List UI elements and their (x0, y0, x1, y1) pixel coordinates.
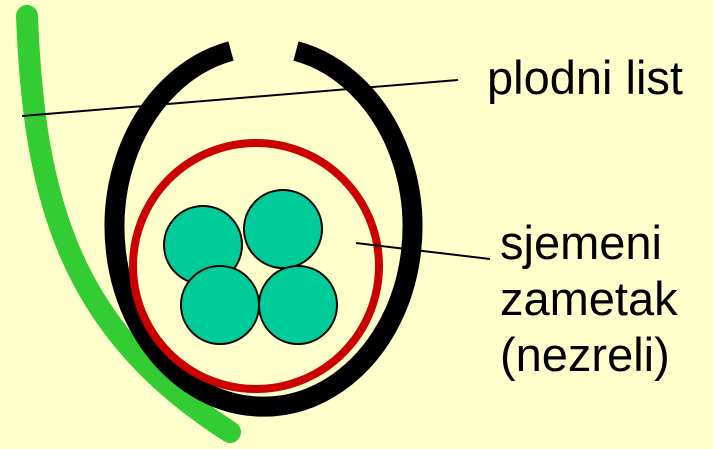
label-carpel: plodni list (487, 50, 683, 106)
label-ovule-line2: zametak (500, 271, 678, 327)
cell-bottom-right (259, 266, 337, 344)
label-ovule-line3: (nezreli) (500, 327, 678, 383)
carpel-leader-line (22, 80, 458, 116)
label-ovule: sjemeni zametak (nezreli) (500, 215, 678, 383)
cell-bottom-left (181, 266, 259, 344)
cell-top-right (244, 190, 322, 268)
label-ovule-line1: sjemeni (500, 215, 678, 271)
